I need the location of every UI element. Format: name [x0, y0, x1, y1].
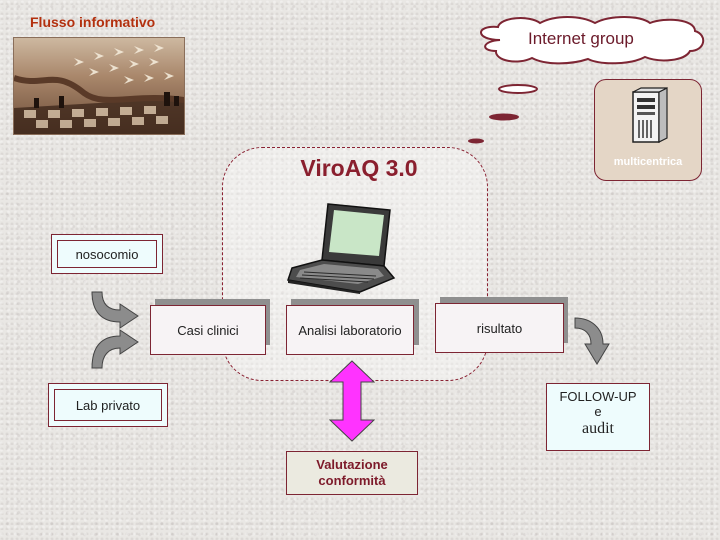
internet-group-cloud: Internet group	[470, 15, 710, 65]
curved-arrow-icon	[91, 291, 139, 369]
stage-risultato: risultato	[435, 303, 564, 353]
system-title: ViroAQ 3.0	[300, 155, 418, 181]
followup-audit-box: FOLLOW-UP e audit	[546, 383, 650, 451]
stage-label-risultato: risultato	[476, 320, 523, 336]
input-label-nosocomio: nosocomio	[57, 240, 157, 268]
input-box-nosocomio: nosocomio	[51, 234, 163, 274]
laptop-icon	[287, 203, 396, 294]
curved-arrow-icon	[574, 317, 610, 365]
valutazione-conformita-box: Valutazione conformità	[286, 451, 418, 495]
stage-label-casi-clinici: Casi clinici	[177, 322, 239, 338]
escher-artwork-image	[13, 37, 185, 135]
followup-line3: audit	[582, 420, 614, 437]
server-label: multicentrica	[613, 156, 683, 168]
multicentric-server-box: multicentrica	[594, 79, 702, 181]
stage-analisi-laboratorio: Analisi laboratorio	[286, 305, 414, 355]
followup-line1: FOLLOW-UP	[559, 389, 637, 404]
input-label-lab-privato: Lab privato	[54, 389, 162, 421]
evaluation-line1: Valutazione	[316, 457, 388, 472]
cloud-shape	[480, 16, 705, 65]
cloud-thought-bubbles	[465, 80, 565, 150]
double-arrow-icon	[329, 360, 375, 442]
followup-line2: e	[594, 404, 602, 419]
stage-label-analisi-laboratorio: Analisi laboratorio	[298, 322, 402, 338]
stage-casi-clinici: Casi clinici	[150, 305, 266, 355]
diagram-title: Flusso informativo	[30, 14, 156, 30]
evaluation-line2: conformità	[318, 473, 386, 488]
cloud-label: Internet group	[528, 29, 634, 48]
server-tower-icon	[632, 87, 668, 143]
input-box-lab-privato: Lab privato	[48, 383, 168, 427]
